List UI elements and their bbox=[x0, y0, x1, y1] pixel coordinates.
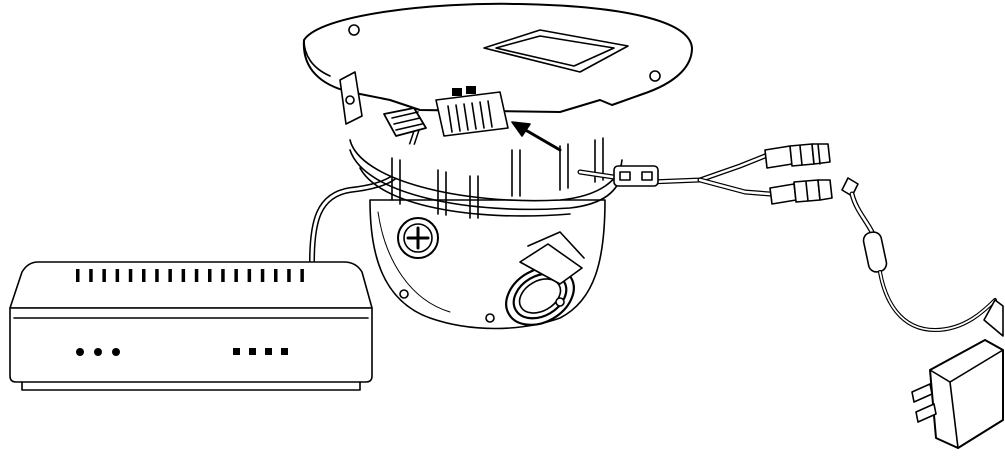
switch-port bbox=[128, 269, 133, 282]
switch-ports bbox=[76, 269, 304, 282]
switch-port bbox=[181, 269, 186, 282]
switch-port bbox=[102, 269, 106, 282]
power-adapter-cable bbox=[841, 177, 997, 332]
switch-port bbox=[168, 269, 172, 282]
network-switch bbox=[9, 261, 373, 391]
camera-lens bbox=[505, 231, 585, 326]
switch-port bbox=[300, 269, 304, 282]
camera-ribs bbox=[391, 137, 604, 219]
camera-pigtail-cable bbox=[577, 153, 773, 197]
terminal-block bbox=[435, 86, 509, 137]
switch-port bbox=[142, 269, 146, 282]
tilt-screw bbox=[397, 217, 439, 259]
switch-port bbox=[89, 269, 93, 282]
cord-ferrite bbox=[862, 231, 888, 273]
plate-window bbox=[483, 29, 629, 73]
switch-port bbox=[115, 269, 120, 282]
power-adapter bbox=[911, 299, 1004, 449]
dc-power-jack bbox=[769, 179, 833, 205]
dome-camera bbox=[302, 2, 693, 330]
switch-port bbox=[155, 269, 159, 282]
insert-arrow bbox=[511, 121, 562, 152]
video-bnc-connector bbox=[764, 143, 831, 169]
switch-front bbox=[9, 307, 373, 383]
switch-top bbox=[9, 261, 373, 309]
switch-port bbox=[208, 269, 212, 282]
switch-indicator-squares bbox=[233, 348, 288, 355]
rj45-connector bbox=[383, 107, 427, 137]
switch-port bbox=[247, 269, 252, 282]
switch-indicator-dots bbox=[76, 348, 120, 356]
switch-port bbox=[76, 269, 80, 282]
switch-port bbox=[260, 269, 265, 282]
switch-port bbox=[274, 269, 278, 282]
switch-port bbox=[287, 269, 291, 282]
ferrite-core bbox=[613, 165, 659, 187]
switch-port bbox=[221, 269, 225, 282]
switch-port bbox=[234, 269, 238, 282]
switch-port bbox=[194, 269, 199, 282]
